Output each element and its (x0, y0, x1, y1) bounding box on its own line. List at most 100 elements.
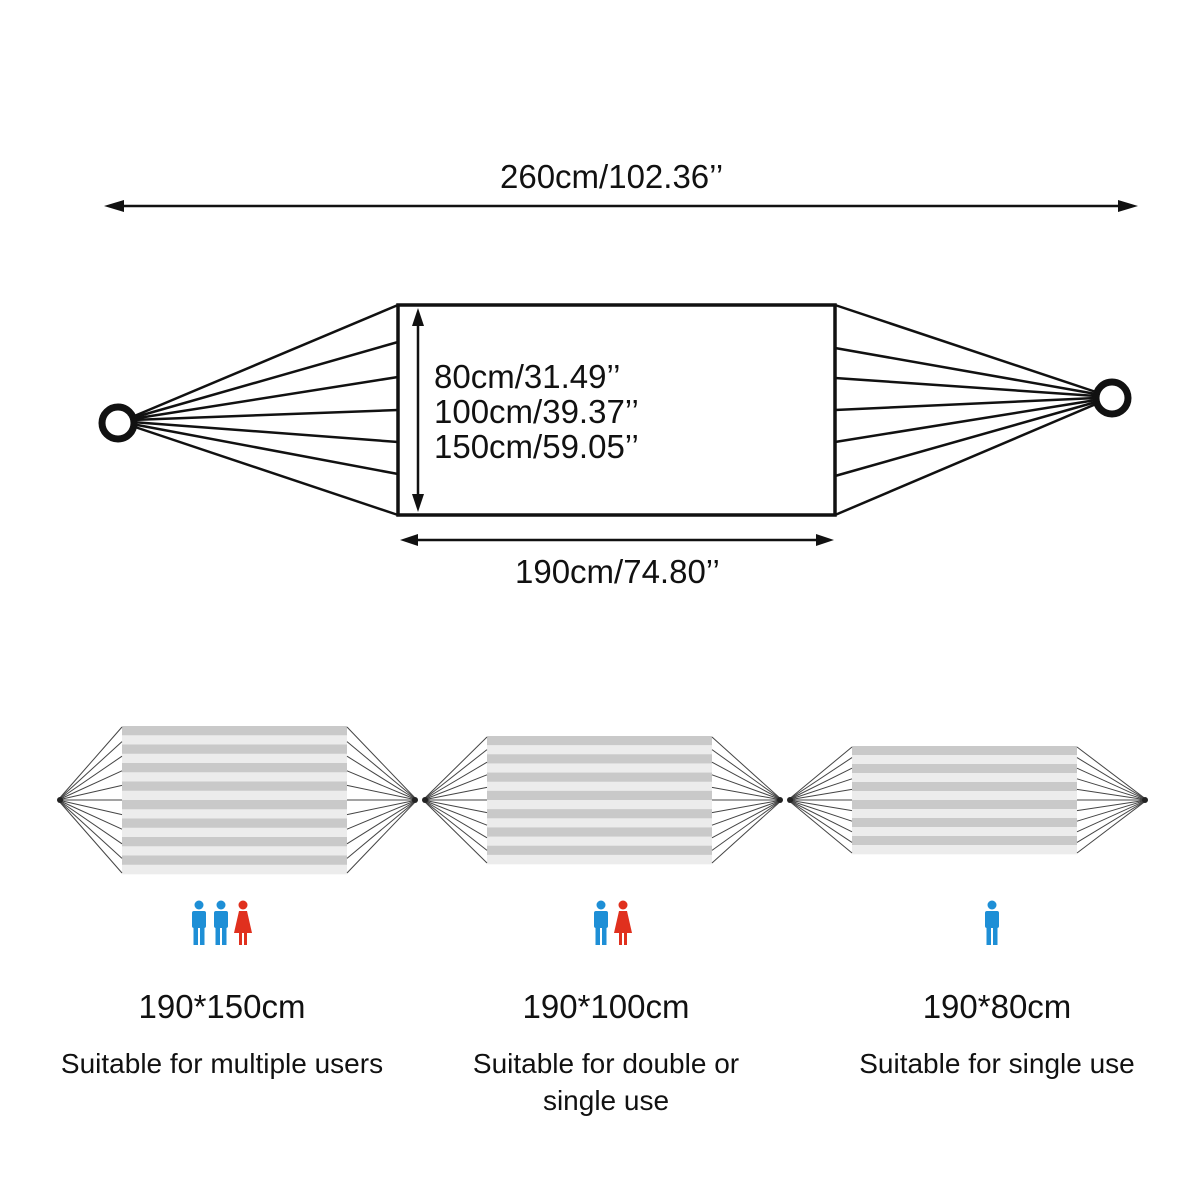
bed-length-arrow (400, 534, 834, 546)
hammock-rope (57, 799, 123, 874)
hammock-rope (422, 799, 488, 851)
male-user-icon (214, 900, 228, 945)
hammock-rope (787, 767, 853, 801)
hammock-rope (1076, 767, 1148, 801)
hammock-rope (57, 741, 123, 801)
hammock-rope (1076, 778, 1148, 801)
hammock-rope (787, 799, 853, 854)
hammock-end-knot (412, 797, 418, 803)
total-length-label: 260cm/102.36’’ (500, 158, 724, 195)
hammock-stripe (852, 800, 1077, 810)
hammock-rope (787, 788, 853, 801)
hammock-stripe (122, 763, 347, 773)
variant-description-100-line2: single use (542, 1085, 670, 1116)
hammock-rope (57, 799, 123, 830)
hammock-rope (422, 799, 488, 864)
bed-width-option-150: 150cm/59.05’’ (434, 428, 639, 465)
bed-length-label: 190cm/74.80’’ (515, 553, 720, 590)
hammock-end-knot (57, 797, 63, 803)
hammock-rope (57, 799, 123, 845)
hammock-rope (1076, 746, 1148, 801)
hammock-stripe (122, 735, 347, 745)
hammock-rope (711, 761, 783, 801)
users-group-100 (591, 900, 651, 946)
hammock-rope (422, 786, 488, 801)
hammock-bed (396, 303, 837, 517)
hammock-stripe (487, 754, 712, 764)
hammock-rope (57, 770, 123, 801)
hammock-stripe (487, 772, 712, 783)
hammock-rope (422, 799, 488, 814)
hammock-rope (711, 799, 783, 826)
hammock-stripe (852, 746, 1077, 756)
hammock-stripe (487, 836, 712, 847)
hammock-rope (787, 799, 853, 812)
hammock-rope (711, 799, 783, 864)
hammock-rope (1076, 788, 1148, 801)
hammock-rope (711, 799, 783, 851)
hammock-stripe (852, 836, 1077, 846)
variant-description-150: Suitable for multiple users (60, 1048, 384, 1079)
variant-size-100: 190*100cm (522, 988, 690, 1025)
hammock-rope (1076, 757, 1148, 801)
hammock-stripe (852, 782, 1077, 792)
hammock-stripe (487, 745, 712, 755)
hammock-stripe (122, 855, 347, 866)
hammock-rope (57, 726, 123, 801)
hammock-stripe (487, 736, 712, 746)
hammock-rope (1076, 799, 1148, 843)
variant-description-100-line1: Suitable for double or (472, 1048, 740, 1079)
users-group-150 (189, 900, 269, 946)
bed-width-option-80: 80cm/31.49’’ (434, 358, 621, 395)
hammock-rope (57, 799, 123, 816)
right-ring (1092, 378, 1132, 418)
hammock-rope (787, 799, 853, 833)
hammock-rope (346, 799, 418, 845)
hammock-rope (1076, 799, 1148, 812)
female-user-icon (614, 900, 632, 945)
hammock-rope (346, 799, 418, 859)
hammock-rope (422, 736, 488, 801)
right-ropes (834, 303, 1097, 517)
male-user-icon (192, 900, 206, 945)
hammock-rope (346, 784, 418, 801)
hammock-rope (346, 770, 418, 801)
male-user-icon (594, 900, 608, 945)
hammock-stripe (852, 818, 1077, 828)
hammock-rope (711, 786, 783, 801)
hammock-stripe (852, 827, 1077, 837)
variant-size-80: 190*80cm (922, 988, 1072, 1025)
hammock-stripe (852, 809, 1077, 819)
hammock-stripe (487, 827, 712, 837)
hammock-rope (1076, 799, 1148, 854)
hammock-stripe (487, 854, 712, 865)
hammock-rope (57, 799, 123, 859)
hammock-rope (787, 799, 853, 822)
bed-width-option-100: 100cm/39.37’’ (434, 393, 639, 430)
hammock-variant-80 (787, 746, 1148, 855)
hammock-stripe (487, 809, 712, 819)
hammock-variant-100 (422, 736, 783, 865)
hammock-stripe (487, 800, 712, 810)
hammock-stripe (487, 790, 712, 801)
hammock-stripe (852, 773, 1077, 783)
hammock-stripe (487, 845, 712, 856)
hammock-rope (711, 799, 783, 814)
hammock-stripe (122, 753, 347, 764)
hammock-stripe (122, 781, 347, 792)
hammock-rope (422, 761, 488, 801)
hammock-rope (346, 799, 418, 816)
hammock-rope (711, 736, 783, 801)
hammock-dimension-diagram (98, 200, 1138, 546)
hammock-rope (787, 746, 853, 801)
hammock-stripe (487, 763, 712, 773)
variant-description-80: Suitable for single use (859, 1048, 1135, 1079)
hammock-rope (787, 778, 853, 801)
hammock-stripe (122, 726, 347, 736)
hammock-rope (346, 741, 418, 801)
hammock-end-knot (1142, 797, 1148, 803)
hammock-stripe (852, 791, 1077, 801)
hammock-rope (422, 799, 488, 826)
hammock-stripe (122, 744, 347, 755)
hammock-rope (346, 799, 418, 830)
